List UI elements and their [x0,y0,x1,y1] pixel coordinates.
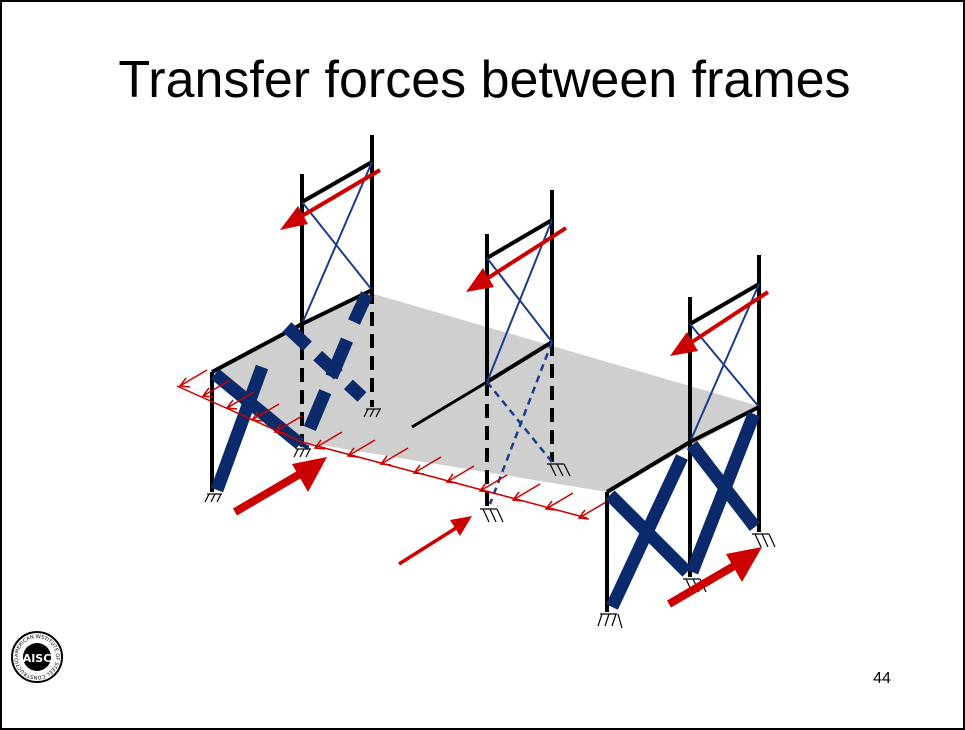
supports [204,408,776,629]
support-middle-front [480,508,504,523]
force-arrow-upper-middle [466,226,568,292]
middle-lower-frame [411,342,554,507]
support-left [204,493,222,503]
slide-title: Transfer forces between frames [118,51,851,109]
force-arrows [232,168,770,608]
force-arrow-upper-right [670,290,770,356]
support-left-back [363,408,381,418]
upper-left-bracing [301,161,373,325]
force-arrow-bottom-left [232,457,327,516]
svg-text:AISC: AISC [23,652,52,665]
support-right-back [752,533,776,548]
page-number: 44 [873,670,891,687]
distributed-load-arrows [178,369,607,520]
support-middle-back [547,463,571,477]
upper-right-frame [688,255,761,442]
force-arrow-bottom-right [666,547,762,608]
upper-middle-frame [485,190,554,384]
left-heavy-bracing [210,291,373,493]
right-heavy-bracing [605,411,761,610]
support-left-rear [293,448,311,458]
middle-light-bracing [486,341,554,505]
force-arrow-upper-left [280,168,382,230]
force-arrow-bottom-middle [398,516,472,566]
support-right-front [597,613,623,629]
aisc-seal-logo: AMERICAN INSTITUTE OF STEEL CONSTRUCTION… [10,630,63,683]
